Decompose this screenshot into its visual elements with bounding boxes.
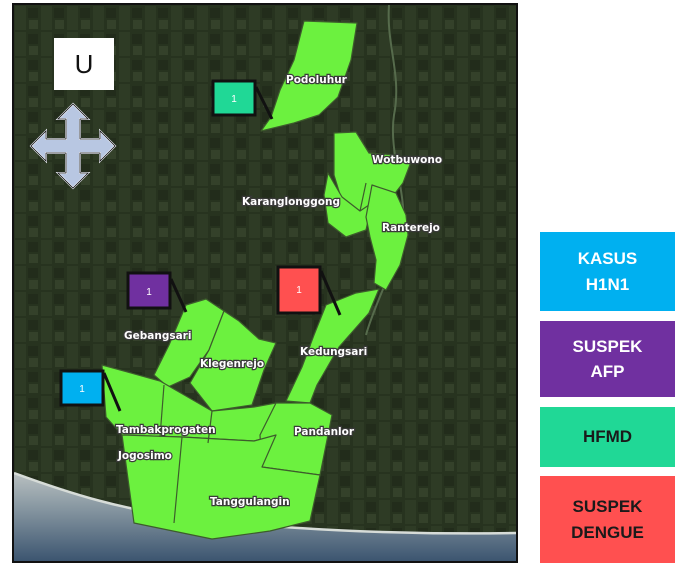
satellite-map[interactable]: Podoluhur Wotbuwono Karanglonggong Rante… <box>12 3 518 563</box>
region-klegenrejo[interactable] <box>189 310 277 412</box>
village-label-podoluhur: Podoluhur <box>286 74 348 86</box>
legend-item-hfmd: HFMD <box>540 407 675 467</box>
legend-item-suspek-dengue: SUSPEK DENGUE <box>540 476 675 563</box>
village-label-tambakprogaten: Tambakprogaten <box>116 424 216 436</box>
legend-item-kasus-h1n1: KASUS H1N1 <box>540 232 675 311</box>
case-box-hfmd <box>211 79 257 117</box>
sea <box>14 473 516 561</box>
village-label-pandanlor: Pandanlor <box>294 426 355 438</box>
village-label-tanggulangin: Tanggulangin <box>210 496 290 508</box>
case-box-dengue <box>276 265 322 315</box>
case-marker-hfmd[interactable]: 1 <box>211 79 274 120</box>
region-tanggulangin[interactable] <box>121 434 321 540</box>
case-pointer-h1n1 <box>102 372 122 412</box>
case-pointer-afp <box>169 278 188 313</box>
case-count-dengue: 1 <box>296 285 302 296</box>
case-marker-dengue[interactable]: 1 <box>276 265 342 316</box>
case-count-h1n1: 1 <box>79 384 85 395</box>
north-indicator: U <box>54 38 114 90</box>
case-pointer-dengue <box>319 270 342 316</box>
case-pointer-hfmd <box>254 86 274 120</box>
village-regions <box>101 20 412 540</box>
case-marker-afp[interactable]: 1 <box>126 271 188 313</box>
case-marker-h1n1[interactable]: 1 <box>59 369 122 412</box>
compass-rose-icon <box>29 102 117 190</box>
legend-item-suspek-afp: SUSPEK AFP <box>540 321 675 397</box>
village-label-klegenrejo: Klegenrejo <box>200 358 264 370</box>
village-label-karanglonggong: Karanglonggong <box>242 196 340 208</box>
village-label-kedungsari: Kedungsari <box>300 346 367 358</box>
village-label-ranterejo: Ranterejo <box>382 222 440 234</box>
case-count-hfmd: 1 <box>231 94 237 105</box>
map-canvas: Podoluhur Wotbuwono Karanglonggong Rante… <box>14 5 516 561</box>
region-ranterejo[interactable] <box>365 184 409 291</box>
village-labels: Podoluhur Wotbuwono Karanglonggong Rante… <box>115 73 443 509</box>
case-count-afp: 1 <box>146 287 152 298</box>
village-label-jogosimo: Jogosimo <box>117 450 172 462</box>
region-karanglonggong[interactable] <box>323 172 373 238</box>
case-box-afp <box>126 271 172 310</box>
region-internal-boundaries <box>159 182 367 524</box>
region-gebangsari[interactable] <box>153 298 225 388</box>
village-label-wotbuwono: Wotbuwono <box>372 154 442 166</box>
region-podoluhur[interactable] <box>260 20 358 132</box>
case-box-h1n1 <box>59 369 105 407</box>
village-label-gebangsari: Gebangsari <box>124 330 191 342</box>
